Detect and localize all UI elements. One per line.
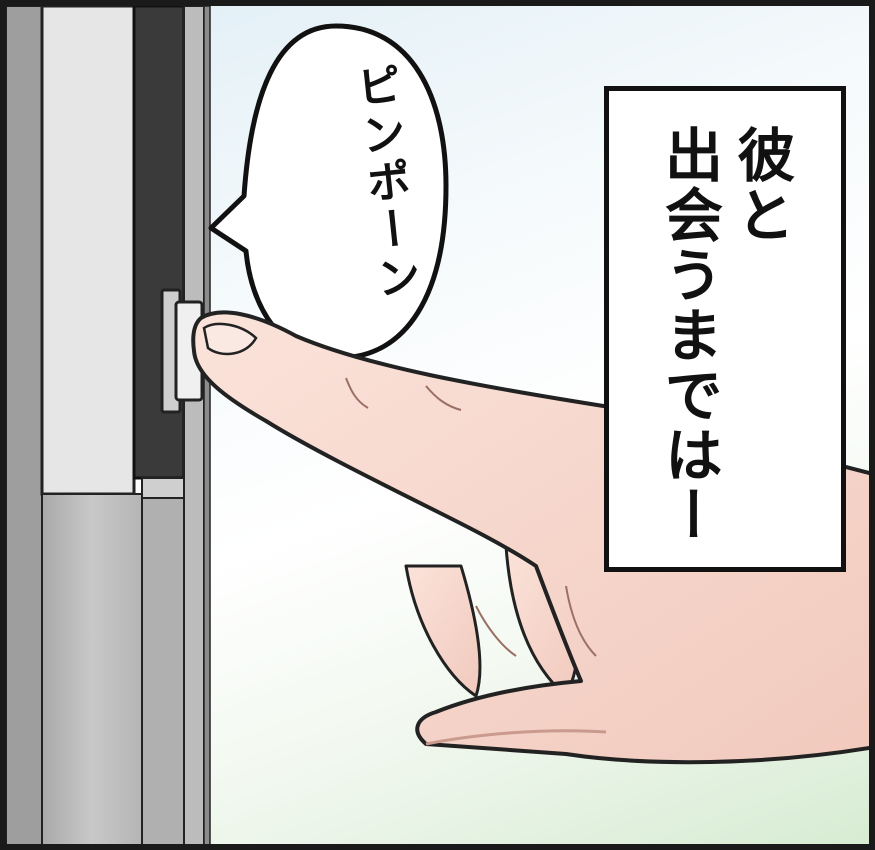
hand-illustration: [191, 310, 869, 765]
narration-box: 彼と 出会うまではー: [604, 86, 846, 572]
doorway-scene: [6, 6, 869, 844]
narration-text: 彼と 出会うまではー: [655, 125, 796, 545]
door-frame: [6, 6, 211, 844]
